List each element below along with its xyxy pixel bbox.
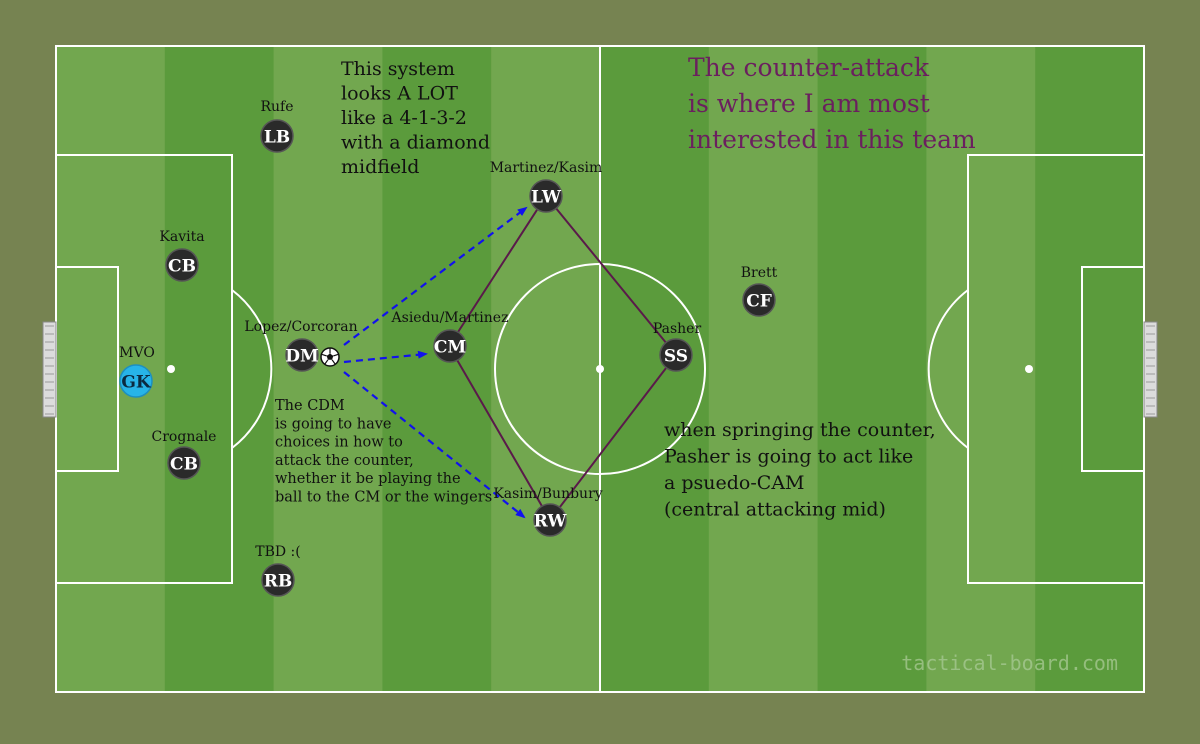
note-line: choices in how to xyxy=(275,435,403,451)
left-penalty-spot xyxy=(167,365,175,373)
pass-arrow-to-lw xyxy=(343,206,528,346)
note-line: is where I am most xyxy=(688,89,930,118)
note-line: like a 4-1-3-2 xyxy=(341,107,467,129)
right-penalty-arc xyxy=(927,289,969,449)
left-goal xyxy=(42,321,57,418)
player-token[interactable] xyxy=(529,179,563,213)
player-role: SS xyxy=(664,347,688,367)
player-token[interactable] xyxy=(165,248,199,282)
pass-arrow-to-rw xyxy=(343,371,526,519)
pitch-stripe xyxy=(382,46,492,692)
note-line: The CDM xyxy=(275,398,345,414)
player-role: LB xyxy=(264,128,290,148)
player-name: Brett xyxy=(741,265,778,281)
player-role: CM xyxy=(434,338,467,358)
player-role: RB xyxy=(264,572,293,592)
player-gk[interactable]: MVO GK xyxy=(119,345,155,398)
player-role: GK xyxy=(121,373,152,393)
player-name: Crognale xyxy=(152,429,217,445)
pitch-stripes xyxy=(56,46,1145,692)
note-line: Pasher is going to act like xyxy=(664,446,913,468)
note-line: is going to have xyxy=(275,416,392,432)
player-token[interactable] xyxy=(742,283,776,317)
player-name: Kavita xyxy=(159,229,204,245)
pitch-stripe xyxy=(817,46,927,692)
left-penalty-arc xyxy=(231,289,273,449)
center-circle xyxy=(494,263,706,475)
pitch-stripe xyxy=(491,46,601,692)
note-line: when springing the counter, xyxy=(664,419,936,441)
note-line: whether it be playing the xyxy=(275,471,461,487)
player-token[interactable] xyxy=(285,338,319,372)
note-line: (central attacking mid) xyxy=(664,499,886,521)
player-token[interactable] xyxy=(433,329,467,363)
pitch-stripe xyxy=(1035,46,1145,692)
player-rb[interactable]: TBD :( RB xyxy=(255,544,301,597)
soccer-ball-icon xyxy=(320,347,340,367)
player-token[interactable] xyxy=(659,338,693,372)
pitch-stripe xyxy=(56,46,166,692)
note-pasher-role: when springing the counter, Pasher is goi… xyxy=(664,419,936,521)
player-role: CB xyxy=(170,455,198,475)
player-role: LW xyxy=(531,188,562,208)
note-line: with a diamond xyxy=(341,132,490,154)
pitch-stripe xyxy=(926,46,1036,692)
note-cdm-choices: The CDM is going to have choices in how to… xyxy=(275,398,492,506)
player-role: CF xyxy=(746,292,772,312)
player-role: RW xyxy=(534,512,568,532)
note-counter-attack: The counter-attack is where I am most inte… xyxy=(688,53,976,154)
player-name: Rufe xyxy=(260,99,293,115)
pass-arrow-to-cm xyxy=(343,350,428,364)
player-token[interactable] xyxy=(260,119,294,153)
note-line: a psuedo-CAM xyxy=(664,472,805,494)
note-line: The counter-attack xyxy=(688,53,930,82)
player-name: MVO xyxy=(119,345,155,361)
pitch-stripe xyxy=(164,46,275,692)
player-name: Kasim/Bunbury xyxy=(493,486,602,502)
passing-options xyxy=(343,206,528,519)
note-line: midfield xyxy=(341,156,419,178)
note-line: looks A LOT xyxy=(341,83,458,105)
player-token[interactable] xyxy=(167,446,201,480)
player-name: Martinez/Kasim xyxy=(490,160,603,176)
player-role: CB xyxy=(168,257,196,277)
player-role: DM xyxy=(285,347,319,367)
watermark: tactical-board.com xyxy=(901,651,1118,675)
center-spot xyxy=(596,365,604,373)
player-name: TBD :( xyxy=(255,544,300,560)
player-name: Lopez/Corcoran xyxy=(244,319,357,335)
player-name: Asiedu/Martinez xyxy=(391,310,509,326)
pitch-stripe xyxy=(708,46,819,692)
note-line: This system xyxy=(341,58,455,80)
right-penalty-spot xyxy=(1025,365,1033,373)
right-goal xyxy=(1143,321,1158,418)
player-name: Pasher xyxy=(653,321,702,337)
note-line: interested in this team xyxy=(688,125,976,154)
player-token[interactable] xyxy=(533,503,567,537)
player-token[interactable] xyxy=(261,563,295,597)
player-token[interactable] xyxy=(119,364,153,398)
note-line: attack the counter, xyxy=(275,453,414,469)
note-line: ball to the CM or the wingers xyxy=(275,490,492,506)
pitch-stripe xyxy=(600,46,710,692)
